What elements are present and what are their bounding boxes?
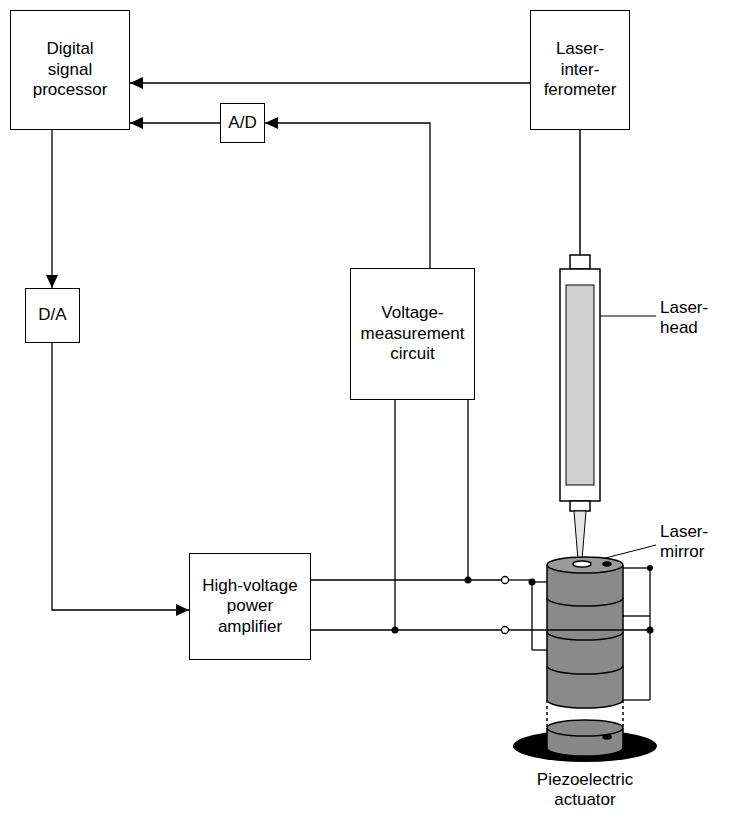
box-text: High-voltage power amplifier [195,576,305,637]
part-label: Laser- mirror [660,522,715,563]
box-text: Voltage- measurement circuit [358,303,468,364]
signal-connector [311,400,468,580]
signal-connector [51,130,52,288]
cable-line [579,130,581,255]
signal-connector [130,82,530,83]
signal-connector [311,400,395,630]
converter-box: A/D [220,103,265,143]
leader-line [600,316,656,317]
signal-connector [130,122,220,123]
box-text: D/A [38,305,66,325]
box-text: Digital signal processor [30,39,110,100]
wire [395,568,650,700]
signal-connector [52,343,189,610]
interferometer-box: Laser- inter- ferometer [530,10,630,130]
piezo-stack [547,557,623,756]
processor-box: Digital signal processor [10,10,130,130]
box-text: A/D [228,113,256,133]
converter-box: D/A [25,288,80,343]
junction-dot [392,565,654,634]
part-label: Laser- head [660,298,710,339]
part-label: Piezoelectric actuator [515,770,655,811]
laser-head [560,255,600,560]
measurement-box: Voltage- measurement circuit [350,268,475,400]
amplifier-box: High-voltage power amplifier [189,553,311,660]
signal-connector [265,123,430,268]
box-text: Laser- inter- ferometer [540,39,620,100]
